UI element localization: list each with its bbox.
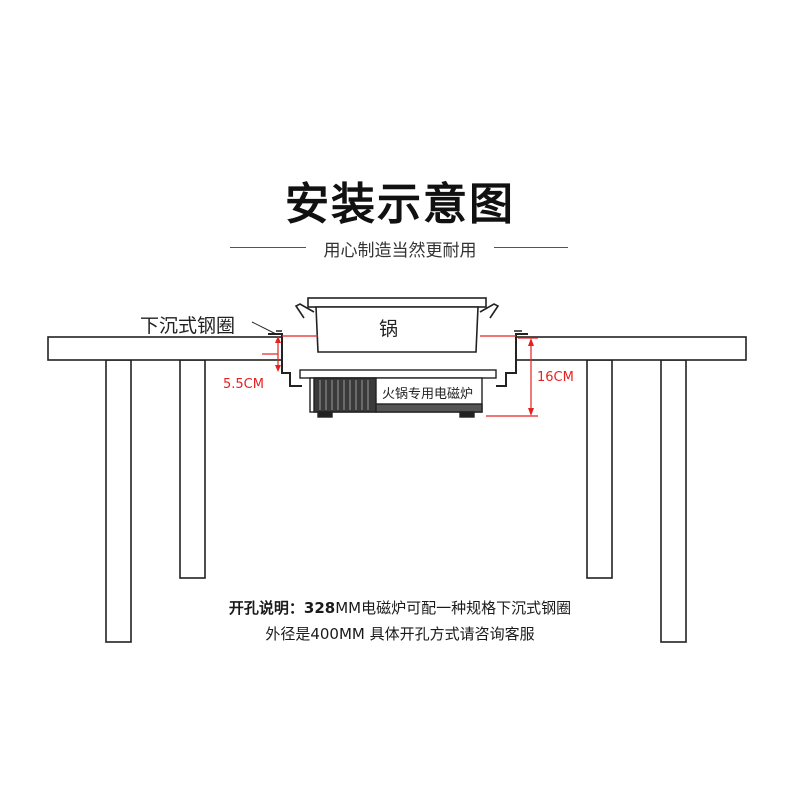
subtitle-divider-left	[230, 247, 306, 248]
page-title: 安装示意图	[285, 179, 515, 230]
pot-handle-left	[294, 303, 315, 319]
ring-label-leader	[251, 321, 277, 335]
dimension-total-height	[486, 337, 538, 417]
stove-glass-top	[299, 369, 497, 379]
cutout-note-line-2: 外径是400MM 具体开孔方式请咨询客服	[265, 625, 535, 643]
label-pot: 锅	[379, 318, 399, 340]
subtitle-row: 用心制造当然更耐用	[0, 236, 800, 261]
subtitle-divider-right	[494, 247, 568, 248]
table-leg-front-left	[105, 359, 132, 643]
label-total-height: 16CM	[537, 370, 574, 385]
table-top-right	[515, 336, 747, 361]
stove-foot-right	[459, 411, 475, 418]
cutout-note-size: 328	[303, 599, 336, 617]
stove-vent-slats	[319, 380, 369, 410]
table-leg-back-right	[586, 359, 613, 579]
pot-rim	[307, 297, 487, 308]
label-sunken-steel-ring: 下沉式钢圈	[140, 315, 236, 337]
cutout-note-heading: 开孔说明：	[228, 599, 304, 617]
table-top-left	[47, 336, 283, 361]
sunken-steel-ring	[268, 330, 528, 387]
table-leg-front-right	[660, 359, 687, 643]
pot	[294, 297, 500, 353]
label-induction-stove: 火锅专用电磁炉	[382, 387, 474, 402]
dimension-ring-depth	[262, 335, 516, 372]
label-ring-depth: 5.5CM	[223, 377, 264, 392]
pot-handle-right	[479, 303, 500, 319]
cutout-note-text: MM电磁炉可配一种规格下沉式钢圈	[335, 599, 572, 617]
stove-bottom-vent	[375, 403, 483, 413]
subtitle: 用心制造当然更耐用	[323, 241, 477, 261]
table-leg-back-left	[179, 359, 206, 579]
induction-stove	[299, 369, 497, 418]
stove-foot-left	[317, 411, 333, 418]
pot-body	[315, 306, 479, 353]
cutout-note-line-1: 开孔说明：328MM电磁炉可配一种规格下沉式钢圈	[0, 597, 800, 618]
stove-vent	[313, 377, 377, 413]
